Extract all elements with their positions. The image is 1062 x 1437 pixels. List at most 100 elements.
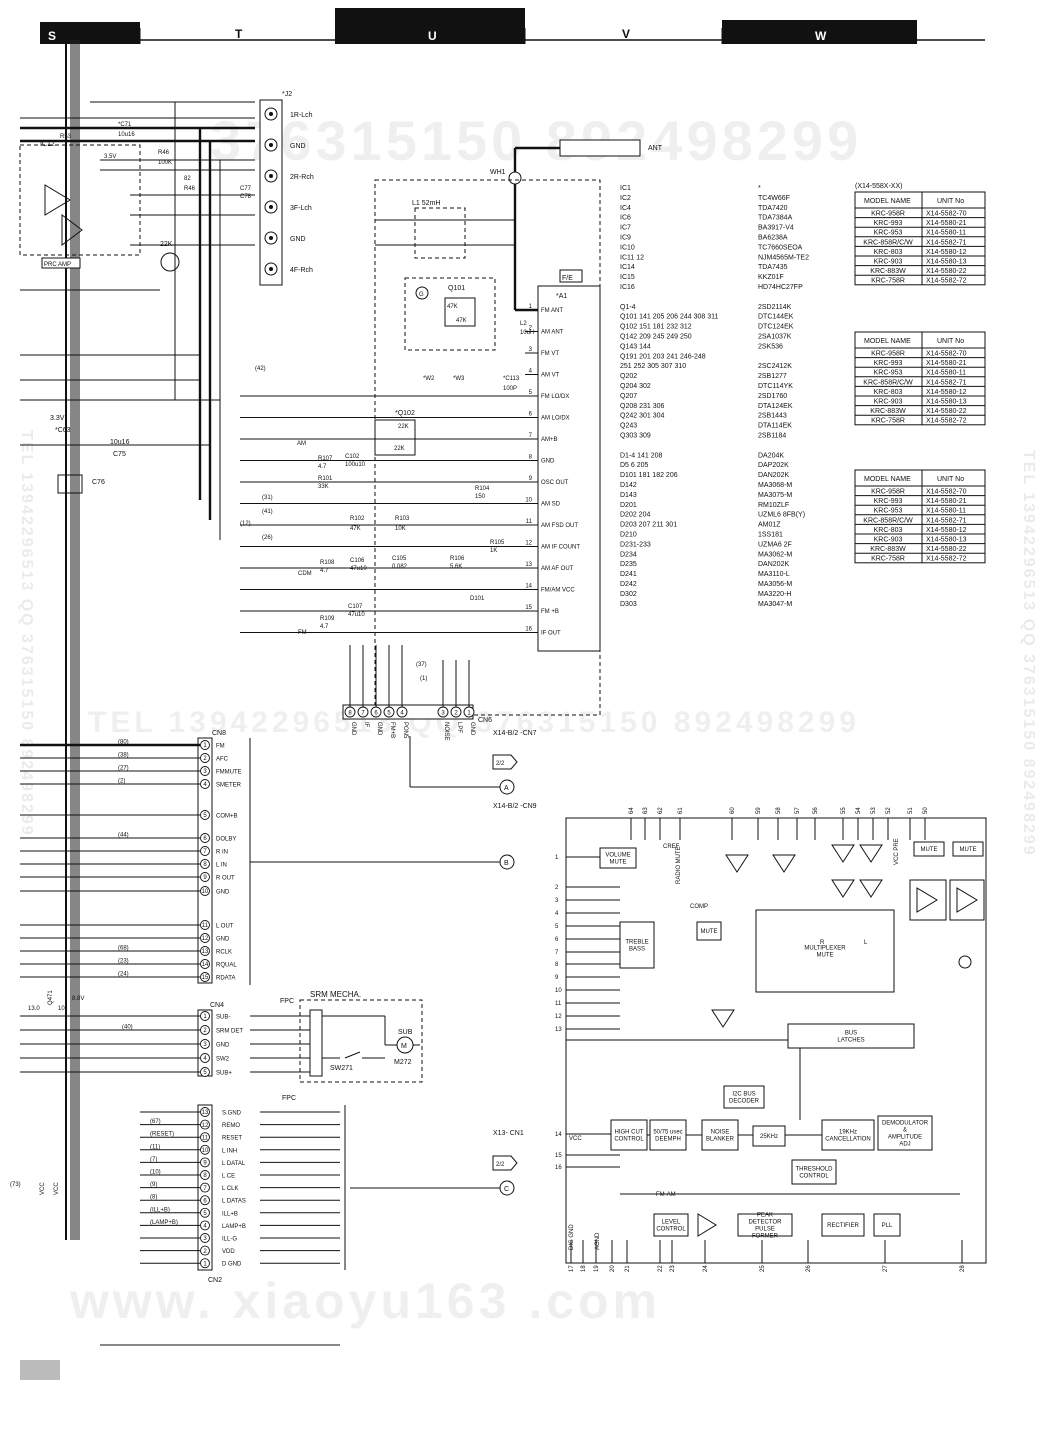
cn8-pin bbox=[200, 833, 210, 843]
cn2-pin-number: 4 bbox=[203, 1224, 207, 1230]
bd-buffer-amp bbox=[831, 879, 855, 898]
tuner-pin-number: 6 bbox=[529, 412, 533, 418]
watermark-bottom: www. xiaoyu163 .com bbox=[69, 1273, 661, 1329]
cn4-pin-name: SW2 bbox=[216, 1057, 230, 1063]
tuner-pin-name: OSC OUT bbox=[541, 480, 569, 486]
tuner-net-label: (42) bbox=[255, 366, 266, 372]
offpage-a-letter: A bbox=[504, 785, 509, 792]
offpage-connectors: X14-B/2 -CN7 2/2 A X14-B/2 -CN9 B X13- C… bbox=[250, 730, 537, 1196]
bd-left-pin: 7 bbox=[555, 950, 559, 956]
parts-ref: Q303 309 bbox=[620, 433, 651, 440]
tuner-net-label: FM bbox=[298, 630, 307, 636]
bd-block-k25 bbox=[752, 1125, 786, 1147]
tuner-pin-number: 9 bbox=[529, 476, 533, 482]
model-table-caption: (X14-558X-XX) bbox=[855, 183, 902, 190]
model-table-cell: KRC-883W bbox=[870, 268, 906, 275]
cn8-pin-name: COM+B bbox=[216, 814, 238, 820]
bd-block-bus_latches bbox=[787, 1023, 915, 1049]
model-table-cell: X14-5580-22 bbox=[926, 408, 967, 415]
cn8-pin-number: 12 bbox=[202, 936, 209, 942]
cn2-net-label: (9) bbox=[150, 1182, 157, 1188]
cn6-loop-37: (37) bbox=[416, 662, 427, 668]
cn6-pin-number: 7 bbox=[361, 711, 365, 717]
parts-value: UZML6 8FB(Y) bbox=[758, 512, 805, 519]
bd-top-pin: 58 bbox=[776, 807, 782, 814]
cn4-net-label: (40) bbox=[122, 1025, 133, 1031]
q101-r2: 47K bbox=[456, 318, 467, 324]
cn8-pin bbox=[200, 886, 210, 896]
tuner-pin-name: AM LO/DX bbox=[541, 416, 570, 422]
model-table-cell: KRC-993 bbox=[874, 220, 903, 227]
model-table-frame bbox=[854, 191, 986, 286]
parts-value: 2SB1277 bbox=[758, 373, 787, 380]
bd-top-pin: 61 bbox=[678, 807, 684, 814]
parts-value: MA3062-M bbox=[758, 551, 792, 558]
tuner-net-label: (31) bbox=[262, 495, 273, 501]
cn2-pin-name: LAMP+B bbox=[222, 1224, 246, 1230]
cn8-pin bbox=[200, 920, 210, 930]
cn8-pin-name: L OUT bbox=[216, 924, 234, 930]
cn4-left-13v: 13.0 bbox=[28, 1006, 40, 1012]
r46-label: 82 bbox=[184, 176, 191, 182]
model-table-cell: X14-5582-70 bbox=[926, 351, 967, 358]
j2-pin-label: GND bbox=[290, 236, 306, 243]
cn8-pin bbox=[200, 810, 210, 820]
bd-mux-r: R bbox=[820, 940, 825, 946]
parts-ref: IC14 bbox=[620, 264, 635, 271]
model-table-cell: KRC-858R/C/W bbox=[863, 517, 913, 524]
c71-label: *C71 bbox=[118, 122, 132, 128]
bd-block-noise bbox=[701, 1119, 739, 1151]
model-table-cell: KRC-858R/C/W bbox=[863, 379, 913, 386]
bd-bottom-pin: 21 bbox=[625, 1265, 631, 1272]
j2-pin-label: GND bbox=[290, 143, 306, 150]
bd-block-volume bbox=[599, 847, 637, 869]
r58-value: C75 bbox=[113, 451, 126, 458]
bd-block-label: BLANKER bbox=[706, 1137, 735, 1143]
parts-value: MA3047-M bbox=[758, 601, 792, 608]
cn2-pin bbox=[200, 1207, 210, 1218]
q101-r1: 47K bbox=[447, 304, 458, 310]
bd-radio-mute-label: RADIO MUTE bbox=[676, 846, 682, 884]
bd-bottom-pin: 25 bbox=[760, 1265, 766, 1272]
parts-ref: Q191 201 203 241 246-248 bbox=[620, 353, 706, 360]
tuner-component-label: 0.082 bbox=[392, 564, 408, 570]
cn2-pin-name: ILL+B bbox=[222, 1211, 238, 1217]
cn8-net-label: (23) bbox=[118, 959, 129, 965]
offpage-c-page: 2/2 bbox=[496, 1162, 505, 1168]
parts-value: MA3075-M bbox=[758, 492, 792, 499]
bd-buffer-amp bbox=[859, 844, 883, 863]
tuner-component-label: R105 bbox=[490, 540, 505, 546]
parts-value: TDA7435 bbox=[758, 264, 788, 271]
j2-jack-center bbox=[269, 112, 273, 116]
cn2-pin-name: RESET bbox=[222, 1136, 242, 1142]
model-table-cell: KRC-803 bbox=[874, 527, 903, 534]
cn4-pin bbox=[200, 1039, 210, 1049]
bd-block-label: FORMER bbox=[752, 1234, 779, 1240]
cn8-pin-name: R IN bbox=[216, 850, 228, 856]
j2-jack bbox=[264, 262, 278, 276]
bd-left-pin: 5 bbox=[555, 924, 559, 930]
r53-label: R53 bbox=[60, 134, 72, 140]
model-table-cell: KRC-993 bbox=[874, 360, 903, 367]
tuner-component-label: R109 bbox=[320, 616, 335, 622]
model-table-cell: KRC-993 bbox=[874, 498, 903, 505]
cn8-pin bbox=[200, 779, 210, 789]
cn2-pin-name: VDD bbox=[222, 1249, 235, 1255]
cn8-pin-number: 5 bbox=[203, 813, 207, 819]
parts-ref: D142 bbox=[620, 482, 637, 489]
parts-value: MA3056-M bbox=[758, 581, 792, 588]
bd-block-label: PEAK bbox=[757, 1213, 773, 1219]
model-table-cell: X14-5580-21 bbox=[926, 498, 967, 505]
cn2-pin bbox=[200, 1107, 210, 1117]
tuner-component-label: R104 bbox=[475, 486, 490, 492]
bd-buffer-amp bbox=[831, 844, 855, 863]
cn8-pin bbox=[200, 933, 210, 943]
cn8-pin-name: AFC bbox=[216, 757, 229, 763]
bd-cref-label: CREF bbox=[663, 844, 680, 850]
model-table-cell: KRC-958R bbox=[871, 351, 905, 358]
cn8-pin-number: 15 bbox=[202, 975, 209, 981]
model-table-frame bbox=[854, 331, 986, 426]
cn8-pin-number: 11 bbox=[202, 923, 209, 929]
bd-block-label: CANCELLATION bbox=[825, 1137, 871, 1143]
cn8-pin-number: 13 bbox=[202, 949, 209, 955]
